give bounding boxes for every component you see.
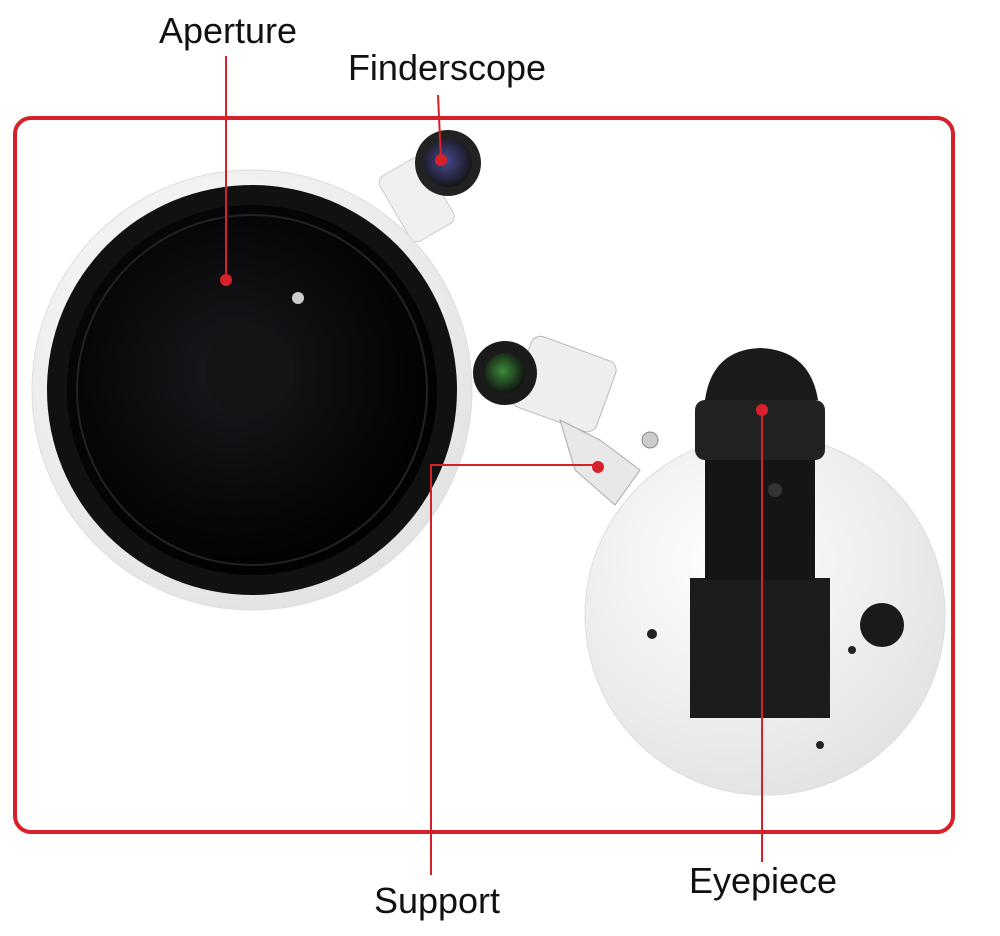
eyepiece-label: Eyepiece — [688, 860, 838, 901]
support-label: Support — [373, 880, 501, 921]
finderscope-dot — [435, 154, 447, 166]
eyepiece-dot — [756, 404, 768, 416]
aperture-label: Aperture — [158, 10, 298, 51]
frame-border — [13, 116, 955, 834]
support-image — [473, 335, 659, 506]
finderscope-image — [378, 130, 481, 243]
callout-dots — [220, 154, 768, 473]
finderscope-label: Finderscope — [347, 47, 547, 88]
aperture-image — [31, 169, 473, 611]
support-dot — [592, 461, 604, 473]
leader-lines — [225, 56, 763, 875]
eyepiece-image — [584, 348, 946, 796]
aperture-dot — [220, 274, 232, 286]
